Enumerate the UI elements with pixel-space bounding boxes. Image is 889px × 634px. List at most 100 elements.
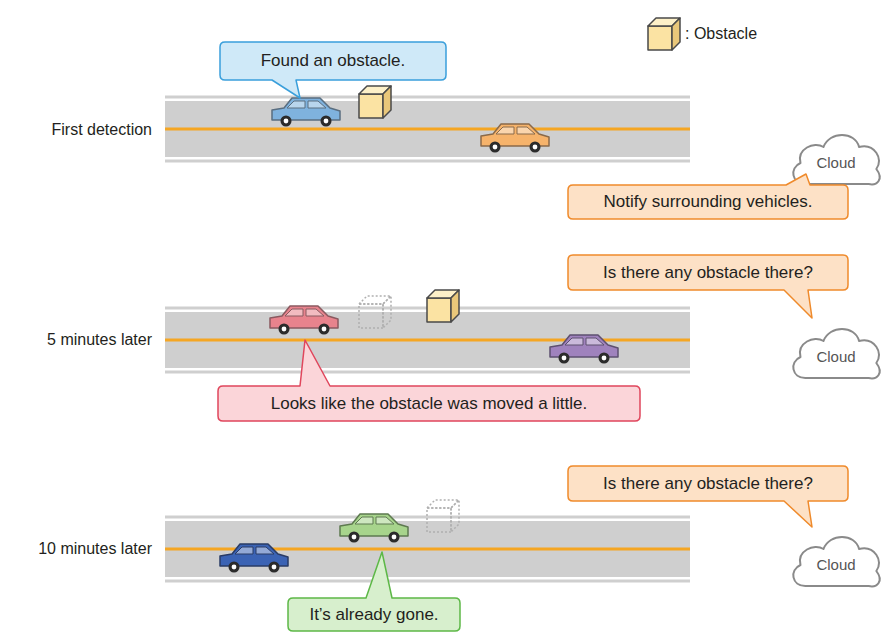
bubble-shape [568,255,848,318]
car-body [220,544,288,566]
legend-text: : Obstacle [685,25,757,43]
car-window [285,309,303,316]
speech-bubble: Looks like the obstacle was moved a litt… [218,386,640,421]
car-body [270,306,338,328]
car-wheel [349,532,360,543]
car-hub [352,535,357,540]
car-hub [232,565,237,570]
car-hub [284,119,289,124]
cloud-shape [793,537,879,586]
car-window [586,338,604,345]
car-wheel [269,562,280,573]
cube-front [359,304,383,328]
car [270,306,338,335]
road-surface [165,521,690,577]
car-window [565,338,583,345]
car-window [235,547,253,554]
car-body [340,514,408,536]
road-surface [165,101,690,157]
obstacle-ghost [427,500,459,532]
cloud-label: Cloud [816,348,855,365]
bubble-text: Is there any obstacle there? [603,474,813,494]
cloud: Cloud [788,532,884,588]
car [550,335,618,364]
cube-side [451,290,459,322]
road [165,97,690,161]
car-window [256,547,274,554]
car-window [306,309,324,316]
bubble-text: It’s already gone. [309,605,438,625]
cube-side [383,296,391,328]
speech-bubble: Is there any obstacle there? [568,466,848,501]
car-wheel [389,532,400,543]
car-wheel [319,324,330,335]
obstacle [648,18,680,50]
speech-bubble: Found an obstacle. [220,42,446,80]
bubble-shape [220,42,446,98]
car [220,544,288,573]
bubble-shape [568,466,848,527]
cube-side [451,500,459,532]
car-window [496,127,514,134]
car-wheel [559,353,570,364]
car-hub [322,327,327,332]
bubble-shape [218,340,640,421]
speech-bubble: It’s already gone. [288,598,460,631]
cube-front [427,298,451,322]
car-wheel [321,116,332,127]
bubble-shape [568,174,848,219]
cube-front [359,94,383,118]
car-window [355,517,373,524]
road-edge [165,96,690,99]
car-hub [282,327,287,332]
car [272,98,340,127]
center-line [165,339,690,342]
car-hub [272,565,277,570]
car [340,514,408,543]
obstacle [427,290,459,322]
car-body [272,98,340,120]
cloud-label: Cloud [816,154,855,171]
bubble-text: Notify surrounding vehicles. [604,192,813,212]
car-hub [392,535,397,540]
car-wheel [229,562,240,573]
cloud-label: Cloud [816,556,855,573]
car-window [287,101,305,108]
row-label: 5 minutes later [47,331,152,349]
cube-side [672,18,680,50]
car-wheel [281,116,292,127]
obstacle-ghost [359,296,391,328]
car-hub [533,145,538,150]
speech-bubble: Is there any obstacle there? [568,255,848,290]
car-body [550,335,618,357]
obstacle [359,86,391,118]
road-edge [165,580,690,583]
car-window [308,101,326,108]
car-hub [324,119,329,124]
car-hub [602,356,607,361]
road-edge [165,160,690,163]
bubble-text: Found an obstacle. [261,51,406,71]
row-label: 10 minutes later [38,540,152,558]
cube-front [648,26,672,50]
bubble-text: Is there any obstacle there? [603,263,813,283]
car-window [376,517,394,524]
bubble-shape [288,552,460,631]
center-line [165,128,690,131]
cube-front [427,508,451,532]
cloud: Cloud [788,324,884,380]
legend-item: : Obstacle [646,16,757,52]
road-edge [165,371,690,374]
car-wheel [279,324,290,335]
legend-symbol [646,16,682,52]
car-hub [562,356,567,361]
car [481,124,549,153]
car-body [481,124,549,146]
car-wheel [530,142,541,153]
bubble-text: Looks like the obstacle was moved a litt… [271,394,588,414]
car-window [517,127,535,134]
cube-side [383,86,391,118]
speech-bubble: Notify surrounding vehicles. [568,185,848,219]
